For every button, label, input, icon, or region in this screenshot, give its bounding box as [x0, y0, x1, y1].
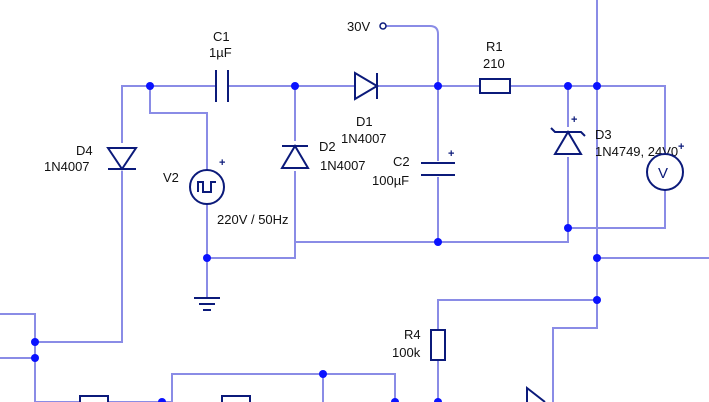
- capacitor-c2: + C2 100µF: [372, 148, 455, 188]
- d2-value: 1N4007: [320, 158, 366, 173]
- junction-node: [434, 82, 442, 90]
- supply-label: 30V: [347, 19, 370, 34]
- resistor-r1: R1 210: [479, 39, 511, 94]
- supply-30v-terminal: 30V: [347, 19, 387, 34]
- wire-30v-feed: [385, 25, 439, 87]
- partial-resistor-left: [79, 395, 109, 402]
- r1-name: R1: [486, 39, 503, 54]
- diode-d2: D2 1N4007: [280, 139, 366, 173]
- d3-polarity: +: [571, 114, 577, 126]
- partial-opamp: [526, 385, 546, 402]
- v2-polarity: +: [219, 157, 225, 169]
- junction-node: [319, 370, 327, 378]
- junction-node: [434, 398, 442, 402]
- voltmeter[interactable]: V +: [646, 141, 684, 191]
- c2-value: 100µF: [372, 173, 409, 188]
- junction-node: [564, 224, 572, 232]
- capacitor-c1: C1 1µF: [209, 29, 232, 102]
- junction-node: [391, 398, 399, 402]
- c2-polarity: +: [448, 148, 454, 160]
- c2-name: C2: [393, 154, 410, 169]
- d3-name: D3: [595, 127, 612, 142]
- zener-diode-d3: + D3 1N4749, 24V0: [550, 114, 678, 159]
- junction-node: [158, 398, 166, 402]
- junction-nodes: [31, 82, 601, 402]
- d2-name: D2: [319, 139, 336, 154]
- ac-source-v2: + V2 220V / 50Hz: [163, 157, 289, 227]
- v2-name: V2: [163, 170, 179, 185]
- c1-name: C1: [213, 29, 230, 44]
- voltmeter-polarity: +: [678, 141, 684, 153]
- d1-value: 1N4007: [341, 131, 387, 146]
- junction-node: [593, 254, 601, 262]
- r4-name: R4: [404, 327, 421, 342]
- d1-name: D1: [356, 114, 373, 129]
- junction-node: [593, 82, 601, 90]
- r4-value: 100k: [392, 345, 421, 360]
- diode-d4: D4 1N4007: [44, 143, 138, 174]
- resistor-r4: R4 100k: [392, 327, 446, 361]
- v2-value: 220V / 50Hz: [217, 212, 289, 227]
- partial-resistor-middle: [221, 395, 251, 402]
- junction-node: [31, 354, 39, 362]
- junction-node: [434, 238, 442, 246]
- ground-icon: [194, 297, 220, 311]
- voltmeter-symbol: V: [658, 165, 668, 182]
- junction-node: [203, 254, 211, 262]
- d4-value: 1N4007: [44, 159, 90, 174]
- diode-d1: D1 1N4007: [341, 71, 387, 146]
- r1-value: 210: [483, 56, 505, 71]
- junction-node: [291, 82, 299, 90]
- junction-node: [31, 338, 39, 346]
- d4-name: D4: [76, 143, 93, 158]
- junction-node: [564, 82, 572, 90]
- junction-node: [146, 82, 154, 90]
- junction-node: [593, 296, 601, 304]
- c1-value: 1µF: [209, 45, 232, 60]
